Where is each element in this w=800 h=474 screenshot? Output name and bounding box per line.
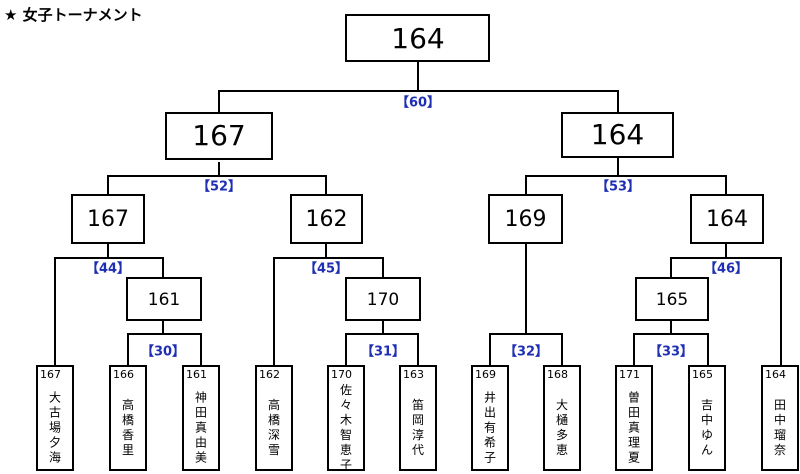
player-height-2: 166	[113, 368, 134, 381]
bracket-lines	[54, 61, 782, 366]
semi-height-2: 164	[591, 118, 644, 151]
quarter-box-4	[690, 194, 764, 244]
player-name-8: 大樋多恵	[556, 398, 568, 457]
round2-box-2	[345, 277, 421, 321]
player-height-3: 161	[186, 368, 207, 381]
player-name-9: 曽田真理夏	[628, 390, 640, 465]
match-r2c: 【32】	[504, 344, 548, 360]
match-semi-left: 【52】	[197, 179, 241, 195]
connector-q1	[54, 243, 164, 366]
player-height-10: 165	[692, 368, 713, 381]
quarter-box-2	[290, 194, 363, 244]
page-title: ★ 女子トーナメント	[4, 6, 143, 24]
player-name-5: 佐々木智恵子	[340, 383, 352, 472]
match-r2a: 【30】	[141, 344, 185, 360]
match-q2: 【45】	[304, 261, 348, 277]
quarter-height-2: 162	[306, 207, 348, 232]
player-box-8	[543, 365, 581, 471]
player-height-9: 171	[619, 368, 640, 381]
final-height: 164	[391, 22, 444, 55]
connector-final	[218, 61, 619, 113]
match-q4: 【46】	[704, 261, 748, 277]
connector-r2b	[345, 320, 419, 366]
player-box-5	[327, 365, 365, 471]
match-r2b: 【31】	[361, 344, 405, 360]
match-final: 【60】	[396, 95, 440, 111]
round2-height-4: 165	[656, 290, 688, 310]
player-height-6: 163	[403, 368, 424, 381]
match-q2-bg	[306, 260, 346, 276]
semi-box-2	[561, 112, 674, 158]
match-q1-bg	[88, 260, 128, 276]
match-semi-right: 【53】	[596, 179, 640, 195]
connector-r2a	[127, 320, 202, 366]
match-r2d: 【33】	[649, 344, 693, 360]
player-name-3: 神田真由美	[195, 391, 207, 465]
final-box	[345, 14, 490, 62]
connector-semi-right	[525, 157, 727, 195]
round2-box-1	[126, 277, 202, 321]
connector-q4	[670, 243, 782, 366]
player-box-7	[471, 365, 509, 471]
player-name-6: 笛岡淳代	[412, 397, 424, 457]
player-height-1: 167	[40, 368, 61, 381]
quarter-box-1	[71, 194, 145, 244]
player-box-3	[182, 365, 220, 471]
connector-r2d	[633, 320, 709, 366]
player-name-1: 大古場夕海	[49, 391, 61, 465]
semi-box-1	[165, 112, 273, 160]
player-box-4	[255, 365, 293, 471]
connector-semi-left	[107, 162, 327, 195]
player-height-7: 169	[475, 368, 496, 381]
match-q1: 【44】	[86, 261, 130, 277]
semi-height-1: 167	[192, 119, 245, 152]
bracket-nodes: 164 【60】 167 164 【52】 【53】 167 162 169 164 【44】 【45…	[36, 14, 799, 472]
round2-height-2: 170	[367, 290, 399, 310]
player-height-8: 168	[547, 368, 568, 381]
quarter-height-4: 164	[706, 207, 748, 232]
player-box-2	[109, 365, 147, 471]
player-name-4: 高橋深雪	[268, 397, 280, 457]
match-r2d-bg	[651, 343, 691, 359]
player-name-10: 吉中ゆん	[701, 398, 713, 457]
player-name-7: 井出有希子	[484, 391, 496, 465]
player-box-1	[36, 365, 74, 471]
match-semi-right-bg	[598, 178, 638, 194]
player-height-11: 164	[765, 368, 786, 381]
player-box-6	[399, 365, 437, 471]
player-height-5: 170	[331, 368, 352, 381]
quarter-box-3	[488, 194, 563, 244]
match-semi-left-bg	[199, 178, 239, 194]
player-height-4: 162	[259, 368, 280, 381]
round2-box-4	[635, 277, 709, 321]
match-r2b-bg	[363, 343, 403, 359]
player-box-10	[688, 365, 726, 471]
player-box-11	[761, 365, 799, 471]
match-r2a-bg	[143, 343, 183, 359]
connector-q2	[273, 243, 384, 366]
round2-height-1: 161	[148, 290, 180, 310]
connector-r2c	[489, 333, 563, 366]
quarter-height-1: 167	[87, 207, 129, 232]
match-final-bg	[398, 94, 438, 110]
quarter-height-3: 169	[505, 207, 547, 232]
match-r2c-bg	[506, 343, 546, 359]
player-box-9	[615, 365, 653, 471]
player-name-2: 高橋香里	[122, 397, 134, 457]
match-q4-bg	[706, 260, 746, 276]
player-name-11: 田中瑠奈	[774, 398, 786, 457]
